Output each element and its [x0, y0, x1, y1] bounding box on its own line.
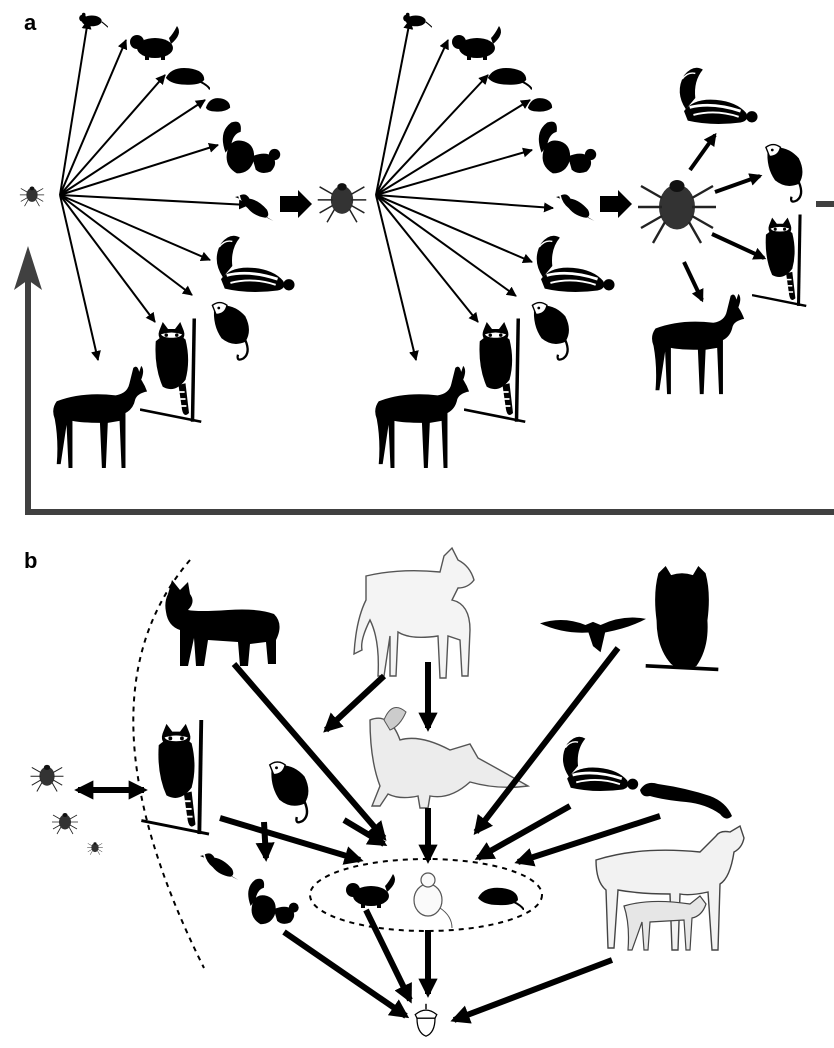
nymph-tick-icon — [318, 183, 367, 222]
coyote-icon — [354, 548, 474, 678]
panel-b — [31, 548, 744, 1036]
mouse-icon — [79, 13, 108, 27]
mouse-icon — [403, 13, 432, 27]
bird-icon — [235, 194, 273, 221]
opossum-icon — [766, 145, 803, 202]
mole-icon — [206, 98, 230, 111]
deer-icon — [652, 294, 744, 394]
bird-icon — [556, 194, 594, 221]
skunk-icon — [537, 236, 615, 292]
trophic-arrows — [220, 648, 660, 1020]
chipmunk-icon — [452, 26, 501, 60]
tick-icon — [87, 842, 103, 855]
squirrel-icon — [539, 122, 596, 174]
skunk-icon — [217, 236, 295, 292]
mouse-icon — [414, 873, 452, 928]
nymph-host-arrows — [376, 20, 553, 360]
skunk-icon — [680, 68, 758, 124]
raccoon-icon — [464, 319, 525, 422]
raccoon-icon — [752, 215, 806, 306]
adult-tick-icon — [638, 180, 716, 243]
chipmunk-icon — [346, 874, 395, 908]
raccoon-icon — [141, 720, 209, 834]
panel-a — [14, 13, 834, 512]
acorn-icon — [415, 1004, 437, 1036]
stage-arrow-2 — [600, 190, 632, 218]
panel-a-label: a — [24, 10, 36, 36]
chipmunk-icon — [130, 26, 179, 60]
deer-icon — [53, 366, 147, 468]
panel-b-label: b — [24, 548, 37, 574]
larval-tick-icon — [20, 187, 44, 207]
deer-icon — [375, 366, 469, 468]
tick-icon — [31, 765, 64, 792]
raccoon-icon — [140, 319, 201, 422]
deer-with-fawn-icon — [596, 826, 744, 950]
owl-icon — [646, 566, 719, 669]
opossum-icon — [270, 762, 309, 822]
bird-icon — [200, 853, 238, 880]
weasel-icon — [640, 783, 732, 819]
squirrel-icon — [223, 122, 280, 174]
skunk-icon — [563, 737, 638, 791]
mole-icon — [528, 98, 552, 111]
shrew-icon — [478, 888, 524, 910]
stage-arrow-1 — [280, 190, 312, 218]
opossum-icon — [212, 303, 249, 360]
hawk-icon — [540, 618, 646, 653]
opossum-icon — [532, 303, 569, 360]
shrew-icon — [488, 68, 532, 89]
shrew-icon — [166, 68, 210, 89]
bobcat-icon — [165, 580, 279, 666]
squirrel-icon — [248, 879, 298, 924]
tick-icon — [52, 813, 78, 834]
